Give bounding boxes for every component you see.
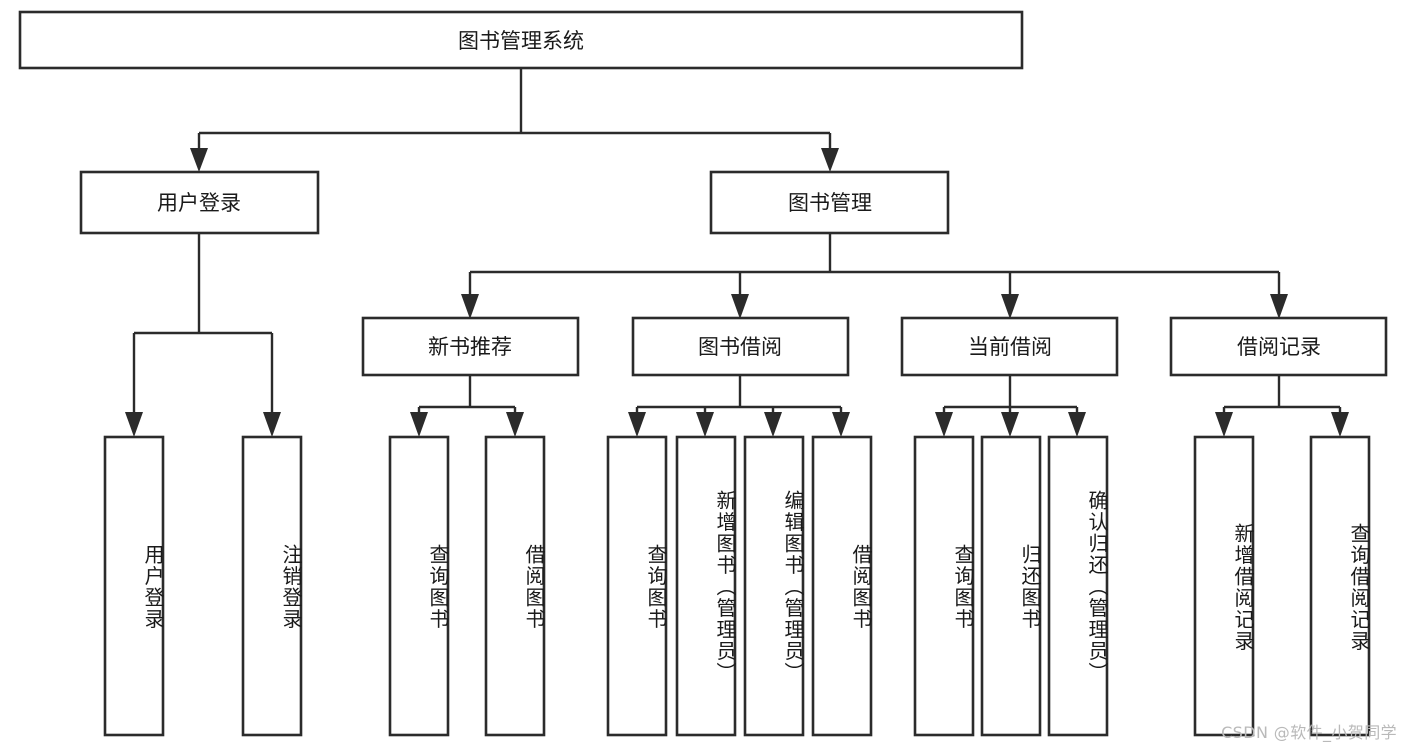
leaf-box-query-book-3[interactable] (913, 435, 975, 737)
current-borrow-label: 当前借阅 (968, 335, 1052, 359)
node-root[interactable]: 图书管理系统 (18, 10, 1024, 70)
arrow-head-borrow (731, 294, 749, 319)
edge-group-borrow-children (628, 375, 850, 437)
leaf-box-confirm-return[interactable] (1047, 435, 1109, 737)
edge-group-root (190, 68, 839, 172)
node-borrow-records[interactable]: 借阅记录 (1169, 316, 1388, 377)
book-borrow-label: 图书借阅 (698, 335, 782, 359)
leaf-box-logout[interactable] (241, 435, 303, 737)
leaf-box-add-book[interactable] (675, 435, 737, 737)
node-user-login[interactable]: 用户登录 (79, 170, 320, 235)
arrow-head-current-c2 (1001, 412, 1019, 437)
arrow-head-borrow-c3 (764, 412, 782, 437)
node-new-book-recommend[interactable]: 新书推荐 (361, 316, 580, 377)
node-current-borrow[interactable]: 当前借阅 (900, 316, 1119, 377)
arrow-head-new-book-c1 (410, 412, 428, 437)
leaf-box-edit-book[interactable] (743, 435, 805, 737)
leaf-box-borrow-book-1[interactable] (484, 435, 546, 737)
arrow-head-borrow-c4 (832, 412, 850, 437)
arrow-head-current-c1 (935, 412, 953, 437)
new-book-recommend-label: 新书推荐 (428, 335, 512, 359)
leaf-box-user-login[interactable] (103, 435, 165, 737)
leaf-box-group (103, 435, 1371, 737)
csdn-watermark: CSDN @软件_小贺同学 (1221, 723, 1397, 742)
arrow-head-user-login (190, 148, 208, 172)
root-box[interactable] (18, 10, 1024, 70)
book-management-label: 图书管理 (788, 191, 872, 215)
borrow-records-box[interactable] (1169, 316, 1388, 377)
node-book-management[interactable]: 图书管理 (709, 170, 950, 235)
arrow-head-book-mgmt (821, 148, 839, 172)
edge-group-new-book-children (410, 375, 524, 437)
edge-group-records-children (1215, 375, 1349, 437)
borrow-records-label: 借阅记录 (1237, 335, 1321, 359)
book-management-box[interactable] (709, 170, 950, 235)
book-borrow-box[interactable] (631, 316, 850, 377)
leaf-box-query-book-2[interactable] (606, 435, 668, 737)
leaf-box-borrow-book-2[interactable] (811, 435, 873, 737)
leaf-box-add-record[interactable] (1193, 435, 1255, 737)
leaf-box-return-book[interactable] (980, 435, 1042, 737)
leaf-box-query-book-1[interactable] (388, 435, 450, 737)
arrow-head-records (1270, 294, 1288, 319)
user-login-label: 用户登录 (157, 191, 241, 215)
arrow-head-current-c3 (1068, 412, 1086, 437)
edge-group-book-mgmt (461, 233, 1288, 319)
arrow-head-leaf-user-login (125, 412, 143, 437)
edge-group-user-login (125, 233, 281, 437)
arrow-head-current (1001, 294, 1019, 319)
user-login-box[interactable] (79, 170, 320, 235)
root-label: 图书管理系统 (458, 29, 584, 53)
leaf-box-query-record[interactable] (1309, 435, 1371, 737)
node-book-borrow[interactable]: 图书借阅 (631, 316, 850, 377)
arrow-head-borrow-c2 (696, 412, 714, 437)
new-book-recommend-box[interactable] (361, 316, 580, 377)
arrow-head-records-c2 (1331, 412, 1349, 437)
current-borrow-box[interactable] (900, 316, 1119, 377)
arrow-head-new-book (461, 294, 479, 319)
arrow-head-new-book-c2 (506, 412, 524, 437)
arrow-head-borrow-c1 (628, 412, 646, 437)
arrow-head-leaf-logout (263, 412, 281, 437)
edge-group-current-children (935, 375, 1086, 437)
arrow-head-records-c1 (1215, 412, 1233, 437)
